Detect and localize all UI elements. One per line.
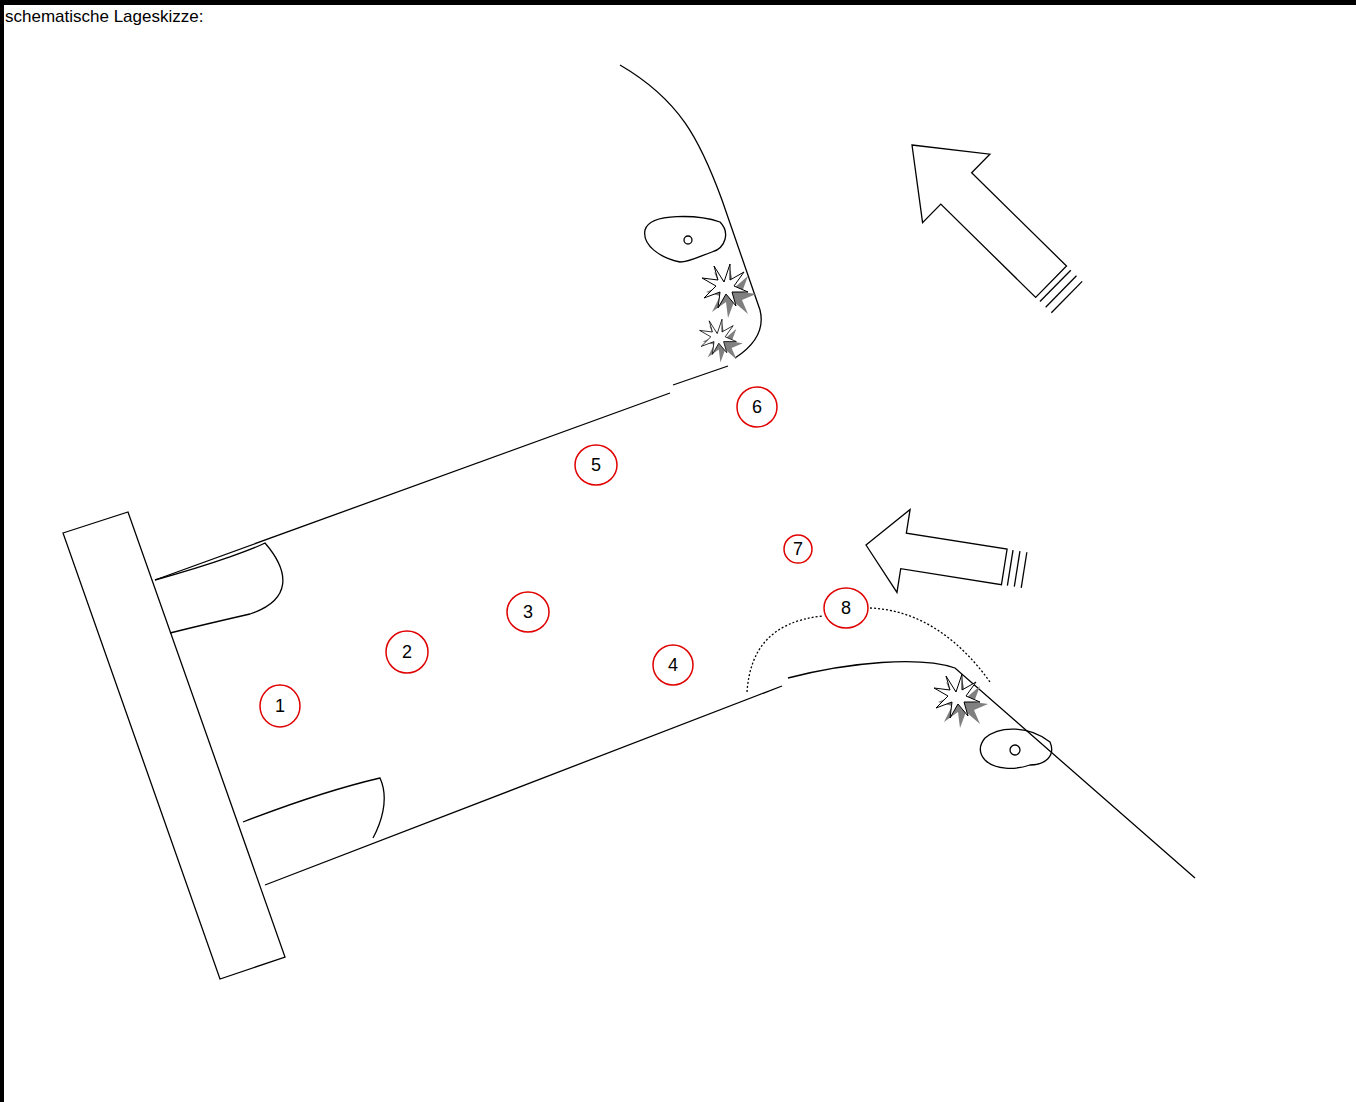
callout-circle: 5 — [574, 444, 618, 486]
callout-circle: 4 — [652, 644, 694, 686]
road-edge — [788, 662, 1195, 878]
callout-circle: 8 — [823, 587, 869, 629]
callout-number: 7 — [793, 540, 803, 558]
callout-ring — [737, 387, 777, 427]
callout-number: 3 — [523, 603, 533, 621]
callout-ring — [575, 445, 617, 485]
tree-patch — [980, 729, 1051, 768]
road-edge — [673, 366, 728, 385]
callout-number: 6 — [752, 398, 762, 416]
callout-ring — [784, 535, 812, 563]
callout-circle: 2 — [385, 630, 429, 674]
dotted-boundary — [747, 616, 822, 692]
callout-number: 5 — [591, 456, 601, 474]
frame-top — [0, 0, 1356, 5]
bush-symbol — [934, 674, 988, 728]
tree-patch — [645, 217, 726, 262]
callout-circle: 7 — [783, 534, 813, 564]
road-edge — [265, 686, 782, 885]
direction-arrow — [878, 111, 1100, 332]
road-edge — [155, 393, 670, 580]
driveway — [155, 543, 283, 633]
tree-trunk — [1010, 745, 1020, 755]
callout-ring — [386, 631, 428, 673]
tree-trunk — [684, 236, 692, 244]
sketch-title: schematische Lageskizze: — [5, 7, 203, 27]
callout-ring — [260, 685, 300, 727]
road-edge — [620, 65, 761, 358]
dotted-boundary — [870, 608, 990, 682]
callout-ring — [653, 645, 693, 685]
callout-number: 2 — [402, 643, 412, 661]
building-block — [63, 512, 285, 979]
bush-symbol — [700, 319, 743, 362]
callout-ring — [824, 588, 868, 628]
direction-arrow — [859, 504, 1030, 612]
callout-number: 1 — [275, 697, 285, 715]
callout-number: 8 — [841, 599, 851, 617]
callout-circle: 3 — [506, 591, 550, 633]
callout-circle: 1 — [259, 684, 301, 728]
callout-ring — [507, 592, 549, 632]
driveway — [243, 778, 384, 838]
frame-left — [0, 0, 4, 1102]
callout-number: 4 — [668, 656, 678, 674]
bush-symbol — [702, 264, 756, 318]
callout-circle: 6 — [736, 386, 778, 428]
